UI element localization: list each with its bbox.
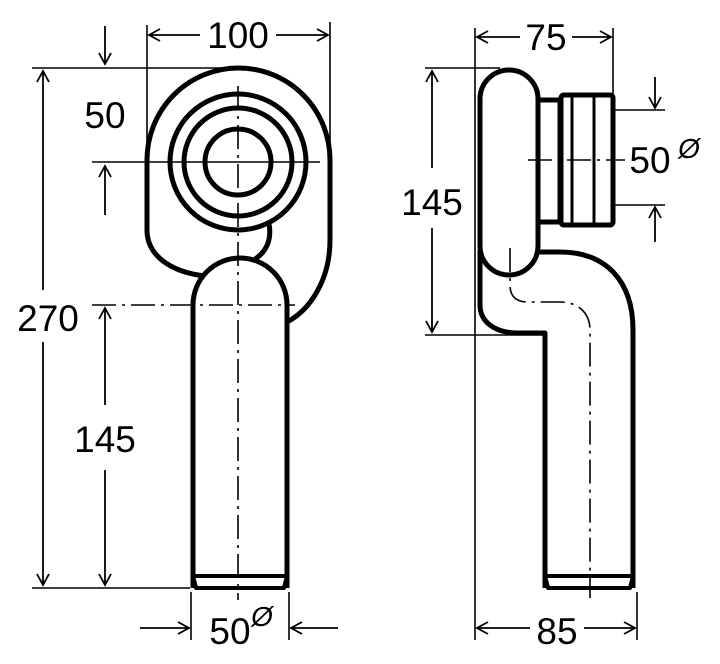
side-body-oval [477,67,541,278]
side-pipe-centerline [509,248,591,598]
diameter-symbol: Ø [250,601,275,632]
diameter-symbol: Ø [677,133,702,164]
total-height-label: 270 [17,298,79,339]
front-body-outline [144,65,333,325]
depth-dimension-label: 75 [525,17,566,58]
front-pipe-end-cap [191,574,289,590]
front-outlet-pipe [190,255,290,588]
front-view: 100 50 270 145 50 Ø [17,15,338,652]
side-lower-bend-inner [477,250,548,588]
side-view: 75 145 50 Ø 85 [401,17,702,652]
outlet-diameter-label: 50 [209,611,250,652]
offset-dimension-label: 50 [84,95,125,136]
width-dimension-label: 100 [207,15,269,56]
pipe-height-label: 145 [74,419,136,460]
inlet-diameter-label: 50 [629,140,670,181]
side-pipe-end-cap [543,574,635,590]
front-body-lower-left [144,229,206,279]
side-height-label: 145 [401,182,463,223]
bottom-depth-label: 85 [536,611,577,652]
front-connector-curve [253,223,273,262]
side-lower-bend-outer [538,249,636,588]
inlet-neck [535,97,563,225]
